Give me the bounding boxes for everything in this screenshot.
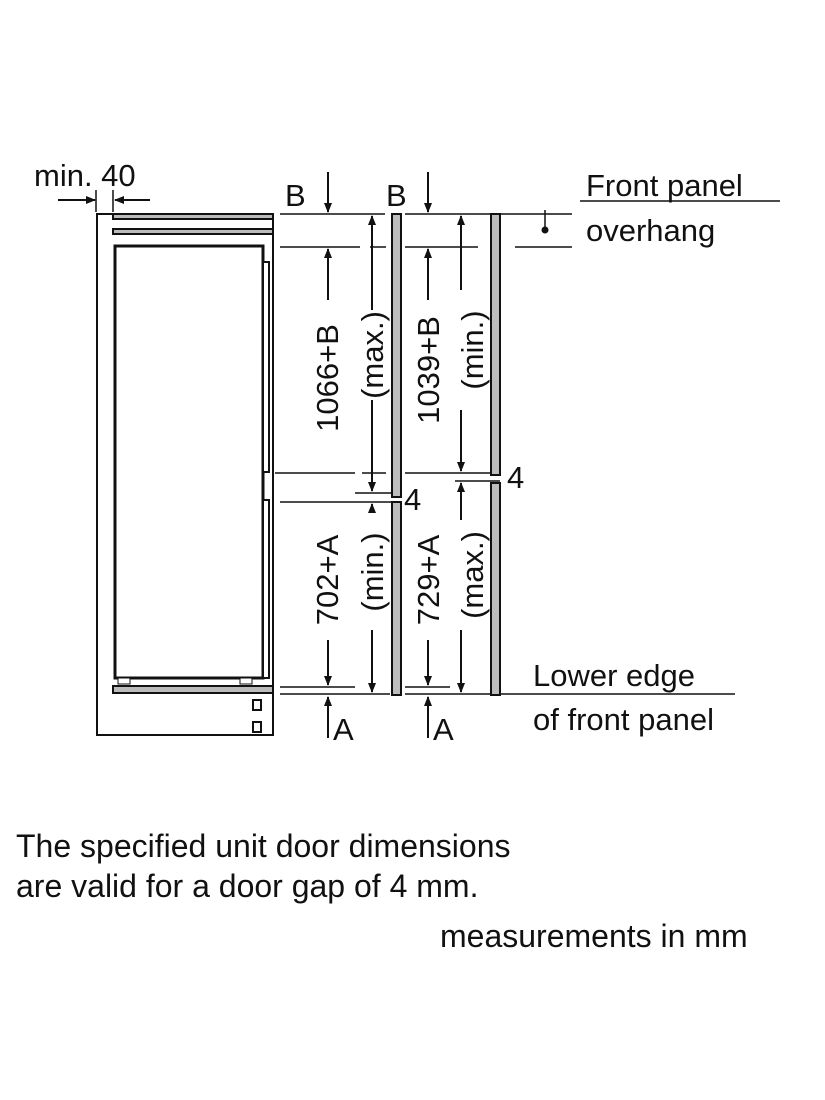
a-label-2: A <box>433 712 454 747</box>
front-panels <box>391 213 501 696</box>
b-label-1: B <box>285 178 306 213</box>
lower-min-dimension: 702+A <box>310 534 345 625</box>
upper-max-dimension: 1066+B <box>310 324 345 432</box>
overhang-dot <box>541 226 549 234</box>
appliance-cabinet <box>96 213 274 736</box>
overhang-label: overhang <box>586 213 715 248</box>
lower-edge-label: Lower edge <box>533 658 695 693</box>
door-gap-note-line1: The specified unit door dimensions <box>16 828 511 864</box>
lower-max-dimension: 729+A <box>411 534 446 625</box>
front-panel-label: Front panel <box>586 168 743 203</box>
upper-min-qualifier: (min.) <box>455 310 490 389</box>
min-gap-label: min. 40 <box>34 158 136 193</box>
dimension-arrows <box>324 215 465 693</box>
reference-lines <box>275 213 735 695</box>
door-gap-label-left: 4 <box>404 482 421 517</box>
door-gap-label-right: 4 <box>507 460 524 495</box>
upper-min-dimension: 1039+B <box>411 316 446 424</box>
lower-min-qualifier: (min.) <box>355 532 390 611</box>
door-gap-note-line2: are valid for a door gap of 4 mm. <box>16 868 479 904</box>
lower-max-qualifier: (max.) <box>455 531 490 619</box>
a-label-1: A <box>333 712 354 747</box>
units-note: measurements in mm <box>440 918 748 954</box>
b-label-2: B <box>386 178 407 213</box>
lower-edge-label-2: of front panel <box>533 702 714 737</box>
upper-max-qualifier: (max.) <box>355 311 390 399</box>
